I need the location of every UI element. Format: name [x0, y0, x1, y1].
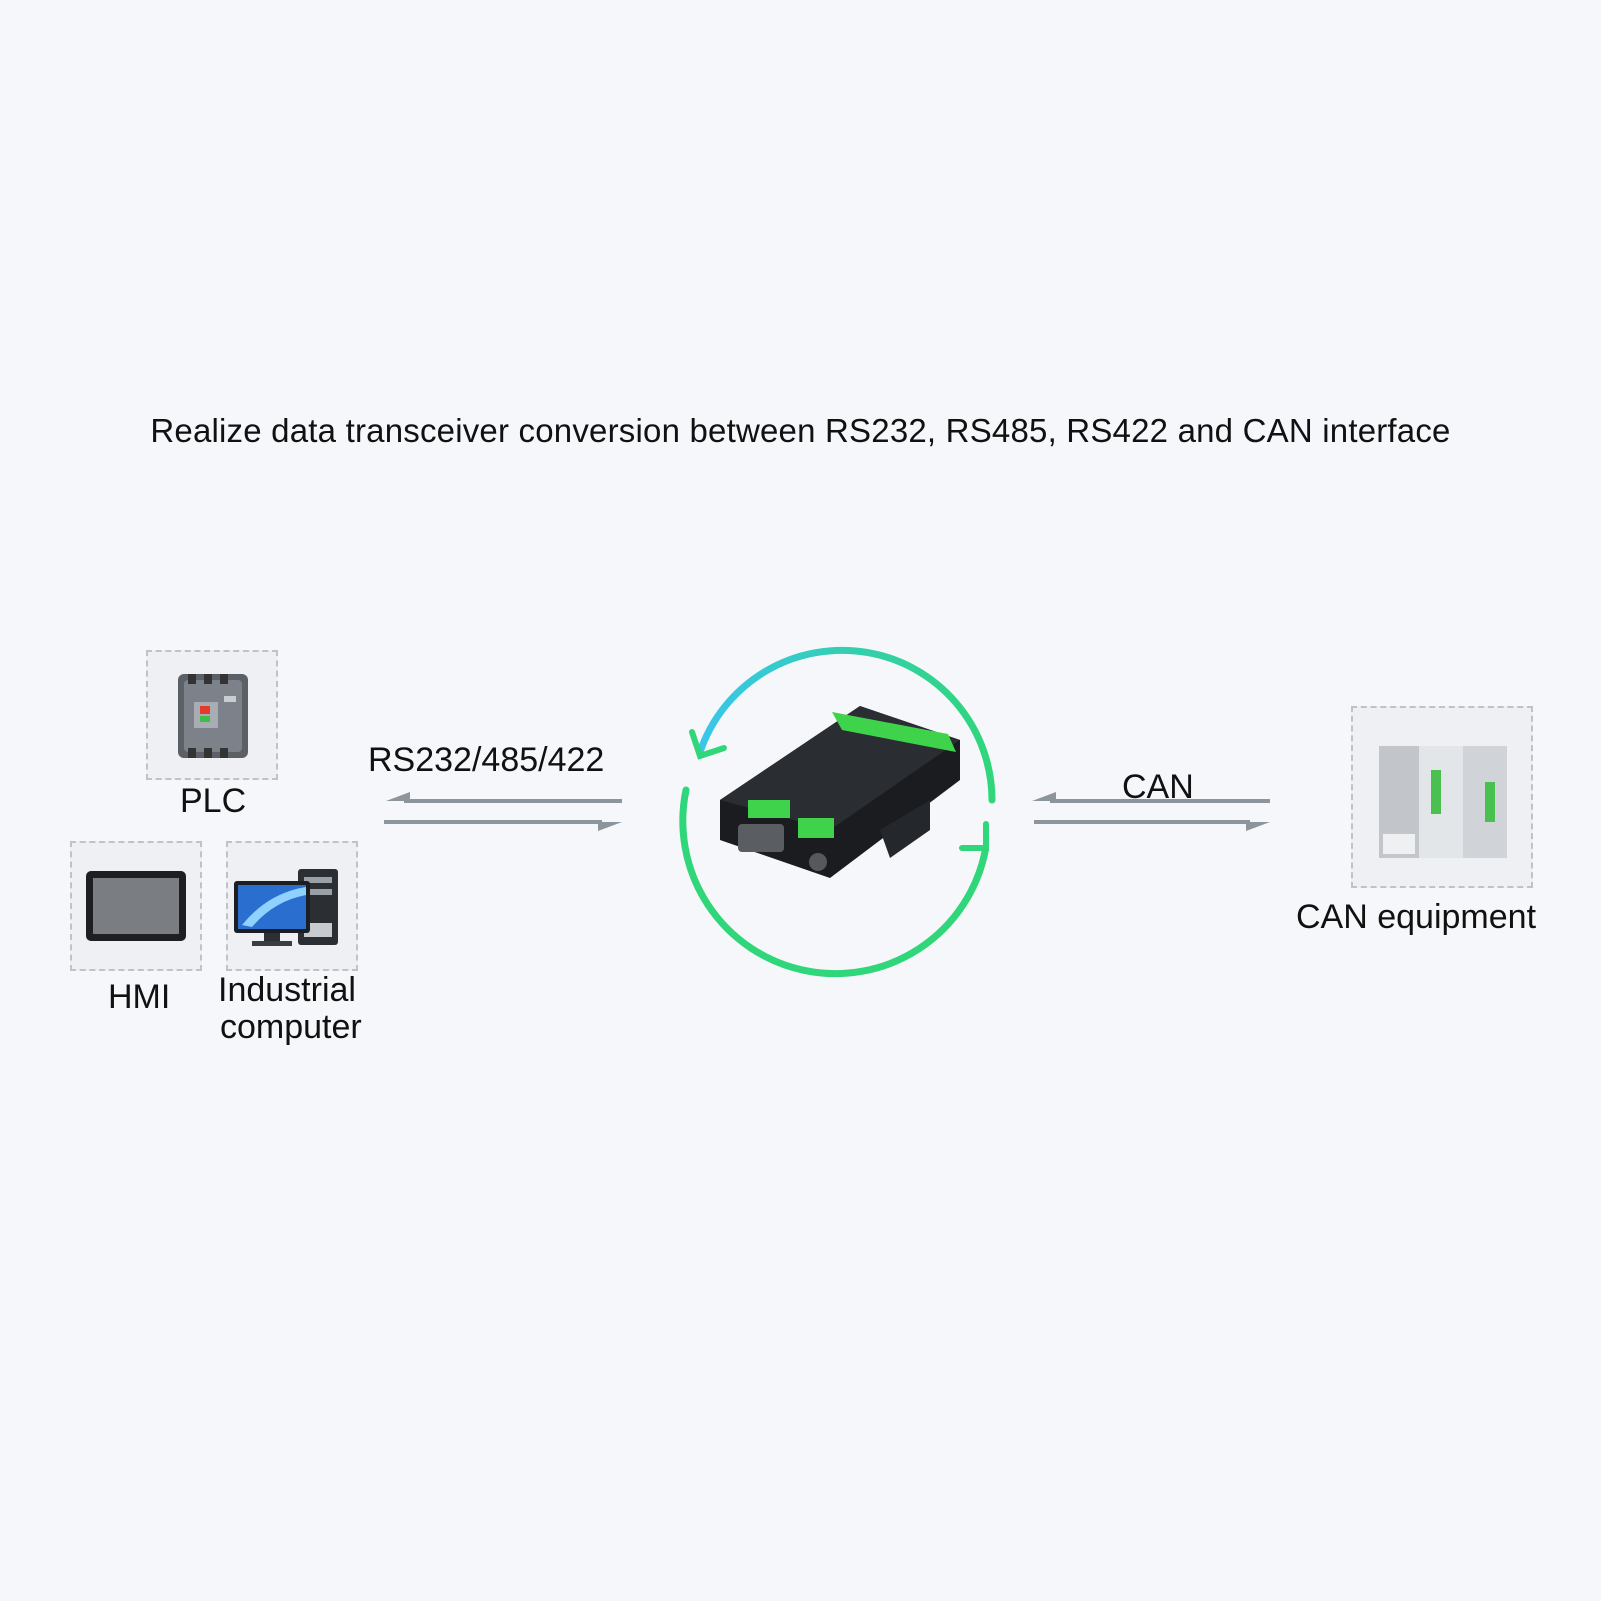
- desktop-computer-icon: [234, 869, 338, 946]
- diagram-title: Realize data transceiver conversion betw…: [150, 412, 1451, 449]
- hmi-label: HMI: [108, 978, 171, 1016]
- hmi-screen-icon: [86, 871, 186, 941]
- serial-arrow-right: [384, 820, 622, 831]
- serial-arrow-left: [386, 792, 622, 803]
- hmi-tile: [70, 841, 202, 971]
- industrial-computer-label-line2: computer: [220, 1008, 362, 1046]
- serial-link-label: RS232/485/422: [368, 741, 605, 779]
- cycle-arc-top: [689, 646, 996, 804]
- plc-icon: [178, 674, 248, 758]
- industrial-computer-tile: [226, 841, 358, 971]
- can-equipment-tile: [1351, 706, 1533, 888]
- can-equipment-label: CAN equipment: [1296, 898, 1537, 936]
- industrial-computer-label-line1: Industrial: [218, 971, 356, 1009]
- can-arrow-left: [1032, 792, 1270, 803]
- can-equipment-icon: [1379, 746, 1507, 858]
- plc-label: PLC: [180, 782, 247, 820]
- rs-can-converter-device: [720, 706, 960, 878]
- can-arrow-right: [1034, 820, 1270, 831]
- plc-tile: [146, 650, 278, 780]
- cycle-arc-bottom: [679, 786, 989, 978]
